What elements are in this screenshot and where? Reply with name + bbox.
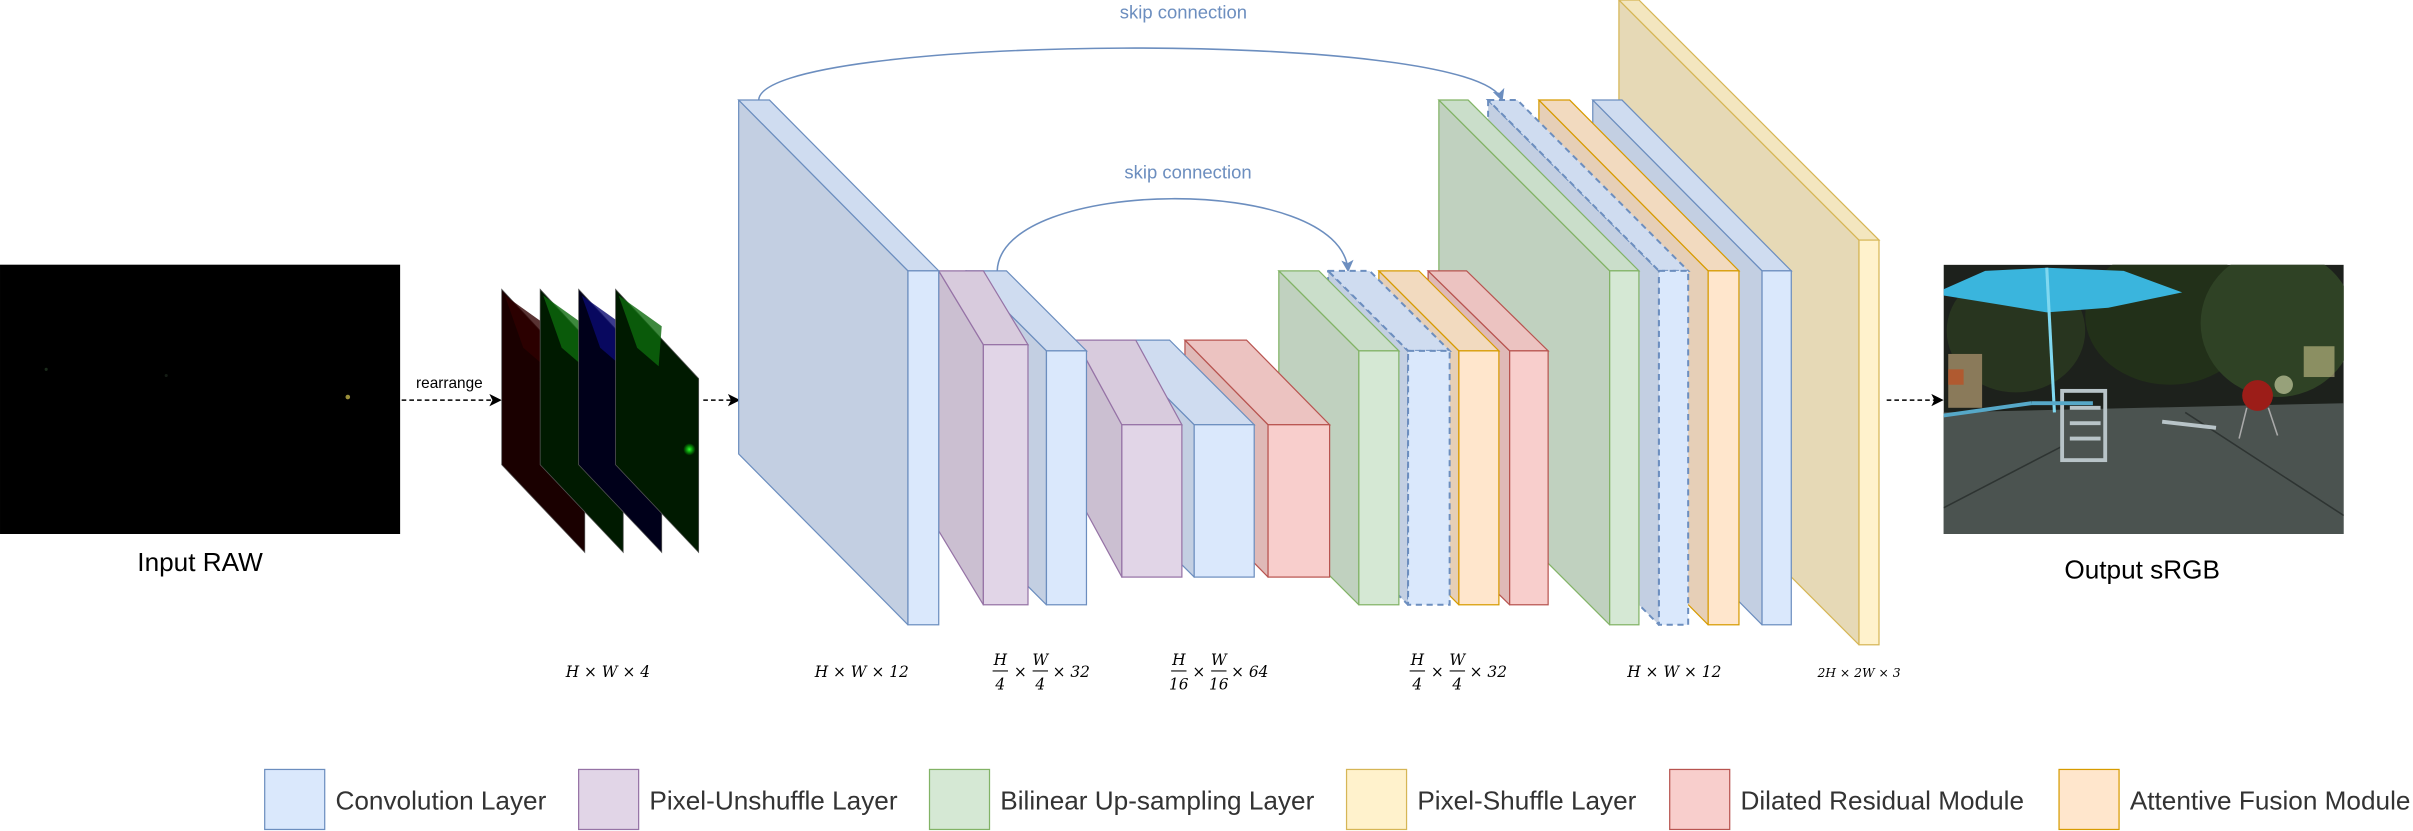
layer-front-face [907,270,940,626]
layer-front-face [1407,349,1451,606]
fraction-denominator: 16 [1209,675,1229,693]
channel-highlight [618,295,662,367]
input-raw-image [0,264,401,534]
dimension-label: H × W × 12 [814,663,909,681]
legend-swatch [1669,768,1731,831]
legend-swatch [264,768,326,831]
dimension-label: H 4 × W 4 × 32 [1410,651,1507,694]
dimension-label: H × W × 12 [1626,663,1721,681]
layer-front-face [982,344,1029,606]
layer-1-conv [737,99,941,626]
output-srgb-image [1943,264,2344,534]
legend: Convolution Layer Pixel-Unshuffle Layer Bi… [264,768,2411,831]
dimension-text: 2H × 2W × 3 [1816,666,1900,680]
layer-front-face [1609,270,1640,626]
dimension-label: H16×W16× 64 [1169,651,1268,694]
layer-2-unshuffle [937,270,1030,606]
rearrange-label: rearrange [416,375,483,392]
dimension-text: H × W × 12 [814,663,909,681]
fraction-numerator: W [1032,651,1049,669]
legend-item-shuffle: Pixel-Shuffle Layer [1345,768,1637,831]
channel-plane [615,288,700,554]
layer-front-face [1657,269,1690,626]
legend-item-dilated: Dilated Residual Module [1669,768,2024,831]
channel-highlight [504,295,548,367]
fraction-denominator: 16 [1169,675,1189,693]
legend-swatch [1345,768,1408,831]
dimension-label: H × W × 4 [565,663,650,681]
packed-raw-channels [501,288,700,554]
output-srgb-label: Output sRGB [2064,555,2220,585]
times-sign: × [1431,663,1444,681]
layer-front-face [1509,350,1549,606]
legend-label: Pixel-Shuffle Layer [1417,785,1636,815]
channel-plane-face [615,288,700,554]
layer-front-face [1121,424,1183,578]
fraction-numerator: H [1171,651,1186,669]
dimension-text: H × W × 12 [1626,663,1721,681]
dimension-suffix: × 32 [1470,663,1507,681]
fraction-numerator: H [993,651,1008,669]
dimension-suffix: × 32 [1053,663,1090,681]
dimension-text: H × W × 4 [565,663,650,681]
layer-4-unshuffle [1074,339,1183,578]
times-sign: × [1192,663,1205,681]
fraction-denominator: 4 [1034,675,1045,693]
fraction-numerator: W [1449,651,1466,669]
skip-connection-inner-label: skip connection [1124,162,1251,183]
fraction-numerator: W [1211,651,1228,669]
skip-connection-outer-label: skip connection [1120,1,1247,22]
channel-highlight [581,295,625,367]
layer-front-face [1858,239,1880,646]
legend-item-conv: Convolution Layer [264,768,547,831]
layer-front-face [1045,350,1088,606]
skip-connection-inner-arrow [996,197,1354,273]
layer-front-face [1707,270,1740,626]
dimension-label: H 4 × W 4 × 32 [993,651,1090,694]
dimension-suffix: × 64 [1231,663,1268,681]
legend-item-attentive: Attentive Fusion Module [2058,768,2411,831]
legend-label: Attentive Fusion Module [2130,785,2411,815]
fraction-numerator: H [1410,651,1425,669]
fraction-denominator: 4 [994,675,1005,693]
legend-swatch [928,768,991,831]
legend-item-unshuffle: Pixel-Unshuffle Layer [578,768,898,831]
legend-label: Bilinear Up-sampling Layer [1000,785,1314,815]
legend-swatch [2058,768,2120,831]
legend-label: Convolution Layer [335,785,546,815]
dimension-label: 2H × 2W × 3 [1816,666,1900,680]
channel-highlight [543,295,587,367]
fraction-denominator: 4 [1451,675,1462,693]
legend-label: Dilated Residual Module [1740,785,2024,815]
legend-label: Pixel-Unshuffle Layer [649,785,897,815]
layer-front-face [1358,350,1400,606]
network-layers [737,0,1881,646]
times-sign: × [1014,663,1027,681]
layer-front-face [1267,424,1331,578]
legend-item-upsample: Bilinear Up-sampling Layer [928,768,1315,831]
channel-light-spot [683,443,696,456]
skip-connection-outer-arrow [757,47,1505,102]
fraction-denominator: 4 [1411,675,1422,693]
layer-front-face [1193,424,1255,578]
layer-front-face [1761,270,1792,626]
input-raw-label: Input RAW [137,547,263,577]
layer-front-face [1458,350,1500,606]
legend-swatch [578,768,640,831]
